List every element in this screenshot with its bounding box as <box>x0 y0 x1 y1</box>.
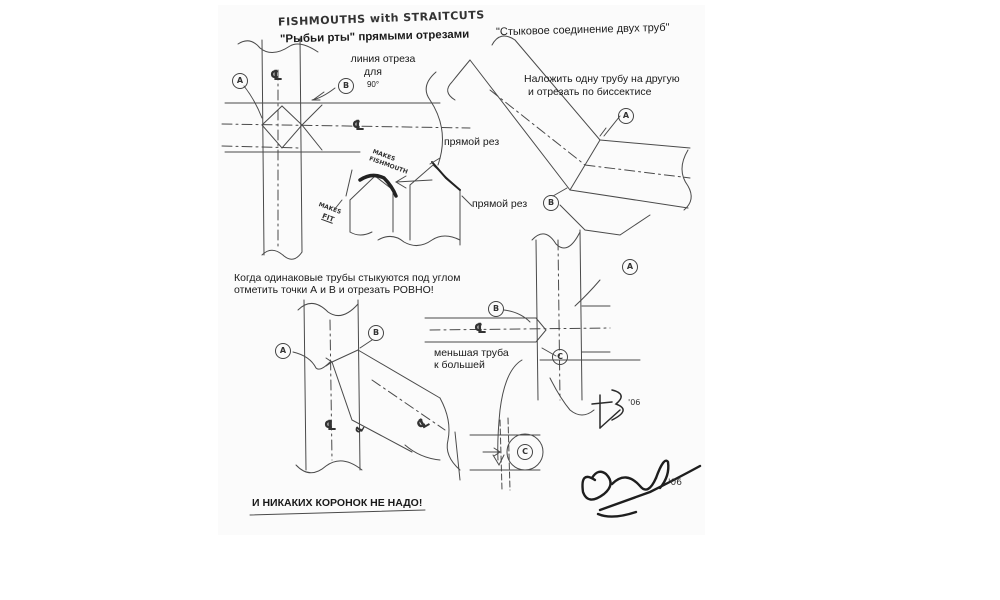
equal-pipes-text-1: Когда одинаковые трубы стыкуются под угл… <box>234 272 461 284</box>
for-label: для <box>364 66 382 78</box>
overlay-instruction-1: Наложить одну трубу на другую <box>524 73 680 85</box>
point-b-3: B <box>488 301 504 317</box>
point-b-2: B <box>543 195 559 211</box>
cut-line-label: линия отреза <box>350 53 416 65</box>
centerline-mark-2: ℄ <box>352 118 365 134</box>
initials-year: '06 <box>628 398 641 407</box>
smaller-pipe-sketch <box>424 229 641 491</box>
fishmouth-shapes <box>333 71 473 246</box>
centerline-mark-4: ℄ <box>324 418 337 434</box>
fishmouth-pipe-sketch <box>221 37 471 260</box>
equal-pipes-text-2: отметить точки А и В и отрезать РОВНО! <box>234 284 434 296</box>
straight-cut-label-2: прямой рез <box>472 198 528 210</box>
point-a-4: A <box>275 343 291 359</box>
point-b-1: B <box>338 78 354 94</box>
point-a-3: A <box>622 259 638 275</box>
centerline-mark-3: ℄ <box>474 321 487 337</box>
centerline-mark-1: ℄ <box>270 68 283 84</box>
initials-mark <box>591 389 624 429</box>
point-b-4: B <box>368 325 384 341</box>
angle-label: 90° <box>366 80 380 89</box>
point-c-2: C <box>517 444 533 460</box>
point-a-1: A <box>232 73 248 89</box>
no-crowns-text: И НИКАКИХ КОРОНОК НЕ НАДО! <box>252 497 423 509</box>
signature-mark <box>581 459 702 518</box>
smaller-pipe-text-1: меньшая труба <box>434 347 509 359</box>
point-a-2: A <box>618 108 634 124</box>
equal-pipes-sketch <box>249 299 461 516</box>
straight-cut-label-1: прямой рез <box>444 136 500 148</box>
signature-year: '06 <box>668 478 682 488</box>
smaller-pipe-text-2: к большей <box>434 359 485 371</box>
butt-joint-sketch <box>447 35 692 236</box>
point-c-1: C <box>552 349 568 365</box>
overlay-instruction-2: и отрезать по биссектисе <box>528 86 652 98</box>
